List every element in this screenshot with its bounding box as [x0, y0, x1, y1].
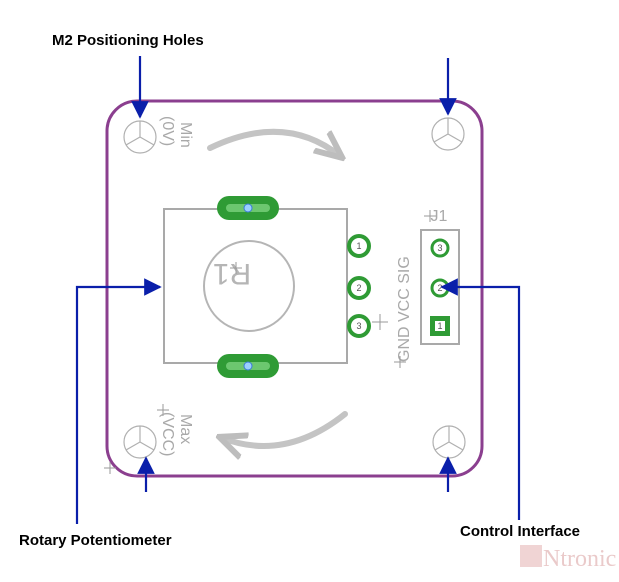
watermark-logo: Ntronic [520, 545, 616, 572]
callout-control-interface: Control Interface [460, 523, 580, 540]
potentiometer-knob [203, 240, 295, 332]
pin-labels: GND VCC SIG [396, 256, 413, 362]
j1-designator: J1 [431, 208, 448, 225]
j1-pad-1: 1 [430, 316, 450, 336]
svg-text:2: 2 [356, 283, 361, 293]
callout-arrows [75, 56, 521, 524]
ref-designator-r1: R1 [213, 257, 251, 290]
callout-potentiometer: Rotary Potentiometer [19, 532, 172, 549]
svg-text:1: 1 [356, 241, 361, 251]
max-label: Max [177, 414, 194, 444]
board-outline [105, 99, 484, 478]
crosshair-pin-labels [394, 356, 406, 368]
min-voltage-label: (0V) [159, 116, 176, 146]
tab-pad-top [217, 196, 279, 220]
svg-text:2: 2 [437, 283, 442, 293]
min-label: Min [177, 122, 194, 148]
crosshair-r1-pads [372, 314, 388, 330]
r1-pad-1: 1 [347, 234, 371, 258]
tab-pad-bottom [217, 354, 279, 378]
callout-positioning-holes: M2 Positioning Holes [52, 32, 204, 49]
max-voltage-label: (VCC) [159, 412, 176, 456]
svg-text:1: 1 [437, 321, 442, 331]
mounting-hole-top-right [431, 117, 465, 151]
crosshair-j1 [424, 210, 436, 222]
crosshair-marks [104, 404, 169, 474]
r1-pad-2: 2 [347, 276, 371, 300]
r1-pad-3: 3 [347, 314, 371, 338]
j1-pad-3: 3 [430, 238, 450, 258]
potentiometer-body [163, 208, 348, 364]
rotation-arrow-bottom [222, 411, 348, 446]
mounting-hole-bottom-left [123, 425, 157, 459]
svg-text:3: 3 [356, 321, 361, 331]
rotation-arrow-top [207, 128, 340, 156]
crosshair-r1 [230, 262, 242, 274]
svg-text:3: 3 [437, 243, 442, 253]
mounting-hole-bottom-right [432, 425, 466, 459]
mounting-hole-top-left [123, 120, 157, 154]
svg-text:Ntronic: Ntronic [543, 546, 616, 572]
